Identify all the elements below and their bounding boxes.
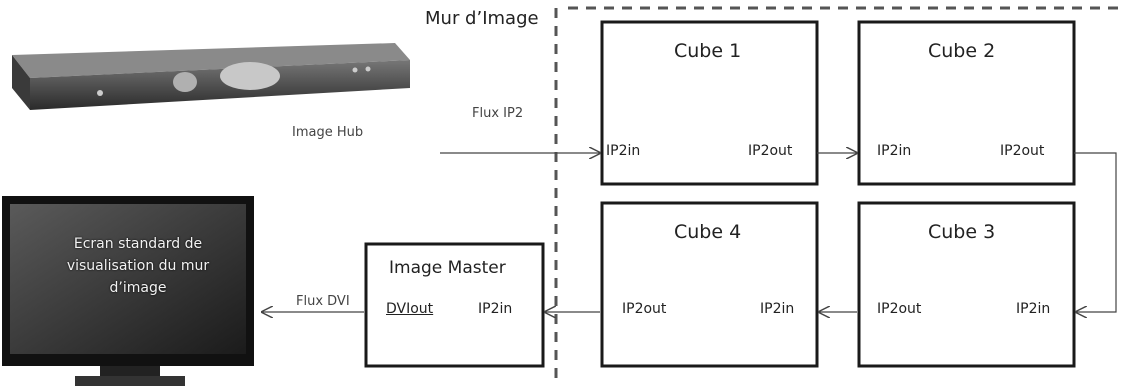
- cube-1-out: IP2out: [748, 143, 793, 159]
- screen-monitor-icon: [2, 196, 254, 386]
- image-hub-device-icon: [12, 43, 410, 110]
- flux-ip2-label: Flux IP2: [472, 106, 524, 121]
- cube-1-box: [600, 20, 819, 186]
- image-hub-label: Image Hub: [292, 125, 364, 140]
- image-master-out: DVIout: [386, 301, 434, 317]
- screen-text: Ecran standard de visualisation du mur d…: [44, 233, 232, 299]
- cube-2-out: IP2out: [1000, 143, 1045, 159]
- image-master-title: Image Master: [389, 258, 506, 278]
- wall-title: Mur d’Image: [425, 8, 539, 29]
- cube-4-title: Cube 4: [674, 221, 742, 243]
- flux-dvi-label: Flux DVI: [296, 294, 350, 309]
- cube-4-box: [600, 201, 819, 368]
- cube-3-box: [857, 201, 1076, 368]
- screen-text-line-3: d’image: [109, 280, 167, 296]
- cube-2-title: Cube 2: [928, 40, 996, 62]
- flow-cube2-to-cube3: [1074, 152, 1117, 312]
- cube-3-title: Cube 3: [928, 221, 996, 243]
- cube-4-out: IP2out: [622, 301, 667, 317]
- cube-2-box: [857, 20, 1076, 186]
- screen-text-line-1: Ecran standard de: [73, 236, 203, 252]
- cube-2-in: IP2in: [877, 143, 912, 159]
- screen-text-line-2: visualisation du mur: [66, 258, 210, 274]
- cube-3-out: IP2out: [877, 301, 922, 317]
- cube-4-in: IP2in: [760, 301, 795, 317]
- image-master-box: [364, 242, 545, 368]
- image-master-in: IP2in: [478, 301, 513, 317]
- cube-3-in: IP2in: [1016, 301, 1051, 317]
- cube-1-title: Cube 1: [674, 40, 742, 62]
- cube-1-in: IP2in: [606, 143, 641, 159]
